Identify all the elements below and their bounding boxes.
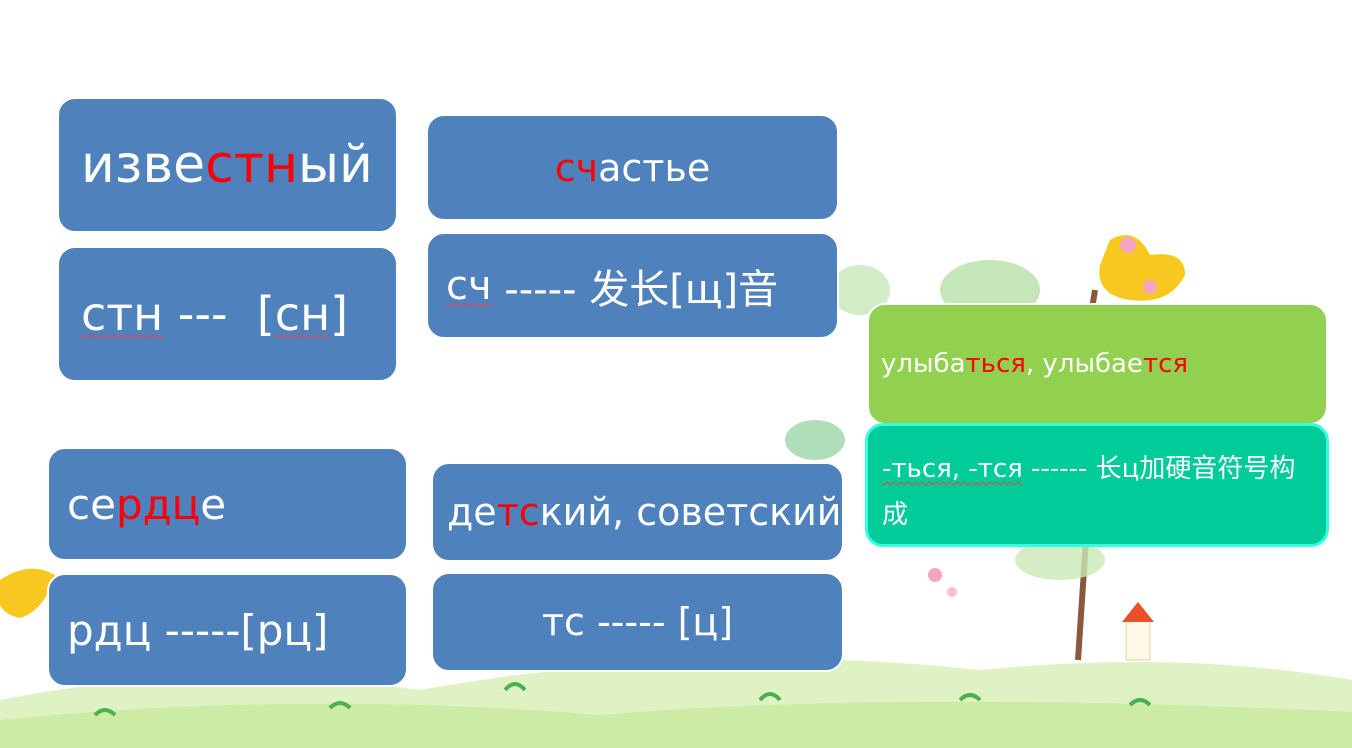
part-post: е (200, 479, 227, 529)
part-pre: се (67, 479, 116, 529)
text-rule: рдц -----[рц] (67, 605, 329, 655)
text-sch: сч (446, 262, 492, 309)
part-pre: изве (81, 135, 206, 195)
highlight-stn: стн (205, 135, 298, 195)
highlight-tsya-1: ться (965, 349, 1026, 379)
part-post: ый (297, 135, 373, 195)
rule-text: -ться, -тся ------ 长ц加硬音符号构成 (882, 446, 1310, 538)
rule-box-sch: сч ----- 发长[щ]音 (426, 232, 839, 339)
text-dashes: --- [ (163, 287, 275, 341)
highlight-rdts: рдц (115, 479, 201, 529)
part-2: , улыбае (1025, 349, 1143, 379)
highlight-sch: сч (554, 145, 599, 190)
text-stn: стн (81, 287, 164, 341)
part-post: кий, советский (539, 490, 842, 534)
text-rule: тс ----- [ц] (541, 600, 734, 644)
rule-box-rdts: рдц -----[рц] (47, 573, 408, 687)
text-tsya-2: тся (977, 454, 1023, 484)
rule-box-ts: тс ----- [ц] (431, 572, 844, 672)
rule-box-tsya: -ться, -тся ------ 长ц加硬音符号构成 (865, 423, 1329, 547)
highlight-tsya-2: тся (1142, 349, 1189, 379)
text-rule: ----- 发长[щ]音 (491, 266, 779, 313)
rule-box-stn: стн --- [сн] (57, 246, 398, 382)
text-tsya: -ться, - (882, 454, 978, 484)
part-post: астье (598, 145, 711, 190)
highlight-ts: тс (496, 490, 540, 534)
part-pre: де (447, 490, 497, 534)
text-rule: ------ 长ц加硬音符号构成 (882, 454, 1296, 530)
text-bracket: ] (330, 287, 349, 341)
part-1: улыба (881, 349, 966, 379)
text-sn: сн (274, 287, 331, 341)
